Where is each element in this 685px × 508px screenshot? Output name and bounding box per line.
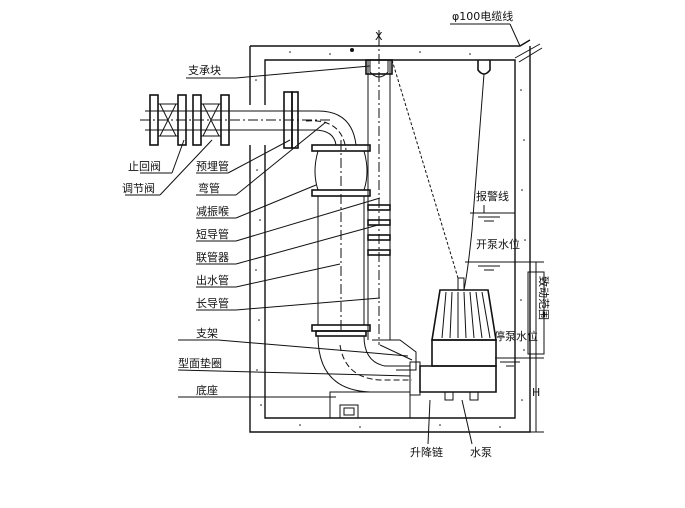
pit-walls bbox=[248, 39, 531, 433]
label-embedded-pipe: 预埋管 bbox=[196, 159, 229, 173]
label-alarm-line: 报警线 bbox=[476, 189, 509, 203]
outside-piping bbox=[140, 91, 330, 149]
label-start-level: 开泵水位 bbox=[476, 237, 520, 251]
label-long-guide: 长导管 bbox=[196, 296, 229, 310]
label-pipe-coupler: 联管器 bbox=[196, 250, 229, 264]
level-marks bbox=[465, 212, 545, 433]
label-lift-chain: 升降链 bbox=[410, 445, 443, 459]
label-damper: 减振喉 bbox=[196, 204, 229, 218]
label-stop-level: 停泵水位 bbox=[494, 329, 538, 343]
label-h-mark: H bbox=[532, 386, 540, 399]
labels: φ100电缆线 X 支承块 止回阀 预埋管 调节阀 弯管 减振喉 短导管 联管器… bbox=[122, 9, 551, 459]
label-short-guide: 短导管 bbox=[196, 227, 229, 241]
riser-assembly bbox=[298, 110, 412, 419]
label-check-valve: 止回阀 bbox=[128, 159, 161, 173]
label-x-mark: X bbox=[375, 30, 383, 43]
label-cable: φ100电缆线 bbox=[452, 9, 513, 23]
label-pump: 水泵 bbox=[470, 446, 492, 459]
label-base: 底座 bbox=[196, 383, 218, 397]
guide-rails bbox=[365, 36, 417, 371]
submersible-pump bbox=[409, 277, 497, 401]
label-regulating-valve: 调节阀 bbox=[122, 181, 155, 195]
label-support-block: 支承块 bbox=[188, 64, 221, 77]
label-outlet-pipe: 出水管 bbox=[196, 273, 229, 287]
label-range: 致动范围 bbox=[537, 276, 551, 320]
label-bracket: 支架 bbox=[196, 327, 218, 340]
label-elbow: 弯管 bbox=[198, 181, 220, 195]
leader-lines bbox=[125, 23, 521, 445]
label-profile-gasket: 型面垫圈 bbox=[178, 356, 222, 370]
cable-and-chain bbox=[391, 43, 543, 291]
